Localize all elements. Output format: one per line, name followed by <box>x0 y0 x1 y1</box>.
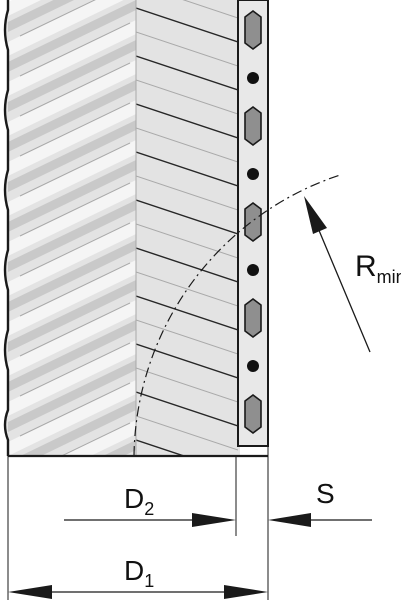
helix-stroke <box>20 463 130 516</box>
d2-main: D <box>124 483 144 514</box>
r-min-sub: min <box>377 267 401 287</box>
wall-cell-hexagon <box>244 10 262 50</box>
r-min-label: Rmin <box>355 250 401 287</box>
helix-band-dark <box>8 240 136 312</box>
helix-stroke <box>19 222 131 277</box>
helix-band-light <box>8 300 136 376</box>
helix-stroke <box>20 503 130 556</box>
helix-band-light <box>8 0 42 16</box>
helix-band-dark <box>8 520 136 592</box>
bend-radius-leader <box>317 227 371 353</box>
helical-wires-right <box>136 0 238 498</box>
helix-band-dark <box>8 0 136 72</box>
helix-wire-dark <box>136 295 238 331</box>
d2-arrowhead <box>192 513 236 527</box>
helix-band-dark <box>8 160 136 232</box>
bend-radius-arc <box>133 174 341 457</box>
bend-radius-arrowhead <box>304 196 327 234</box>
helix-stroke <box>19 302 131 357</box>
helix-stroke <box>19 102 131 157</box>
s-arrowhead <box>268 513 311 527</box>
helix-band-dark <box>20 400 136 456</box>
helix-wire-light <box>136 31 238 67</box>
hose-left-outline <box>3 0 10 456</box>
d1-label: D1 <box>124 555 154 591</box>
helix-wire-dark <box>136 439 187 456</box>
helix-band-light <box>8 140 136 216</box>
helix-band-light <box>8 60 136 136</box>
helix-band-light <box>8 500 136 576</box>
helix-band-dark <box>8 40 136 112</box>
helix-band-dark <box>8 280 136 352</box>
helix-band-light <box>8 20 136 96</box>
wall-cell-hexagon <box>244 298 262 338</box>
helix-wire-dark <box>136 391 238 427</box>
helix-band-light <box>8 340 136 416</box>
helix-band-dark <box>8 200 136 272</box>
d1-sub: 1 <box>144 571 154 591</box>
d1-main: D <box>124 555 144 586</box>
helix-band-dark <box>8 320 136 392</box>
helix-band-light <box>8 180 136 256</box>
r-min-main: R <box>355 250 377 283</box>
helix-band-dark <box>8 0 75 32</box>
helix-wire-light <box>136 223 238 259</box>
wall-cell-dot <box>247 264 259 276</box>
helix-band-light <box>8 380 136 456</box>
helix-band-dark <box>8 80 136 152</box>
helix-band-light <box>8 460 136 536</box>
helix-stroke <box>19 22 131 77</box>
helix-wire-dark <box>136 247 238 283</box>
helix-band-light <box>8 100 136 176</box>
d2-label: D2 <box>124 483 154 519</box>
wall-cell-dot <box>247 168 259 180</box>
helix-stroke <box>19 142 131 197</box>
helix-stroke <box>19 342 131 397</box>
wall-cell-hexagon <box>244 394 262 434</box>
helix-wire-light <box>136 79 238 115</box>
helix-wire-dark <box>136 343 238 379</box>
helix-wire-light <box>136 319 238 355</box>
helix-stroke <box>60 422 131 456</box>
helix-band-dark <box>8 480 136 552</box>
helix-wire-dark <box>136 7 238 43</box>
helix-wire-dark <box>136 151 238 187</box>
hose-wall <box>237 0 269 447</box>
helix-stroke <box>19 182 131 237</box>
helix-wire-light <box>136 175 238 211</box>
wall-cells <box>244 10 262 434</box>
helix-band-dark <box>8 120 136 192</box>
d1-arrowhead-left <box>8 585 52 599</box>
helix-stroke <box>19 0 96 37</box>
helix-band-dark <box>8 360 136 432</box>
helix-stroke <box>19 382 131 437</box>
dimensions: D2 S D1 <box>7 446 372 600</box>
helix-band-light <box>8 260 136 336</box>
helix-band-light <box>8 0 124 56</box>
helix-wire-light <box>136 271 238 307</box>
helix-wire-dark <box>136 103 238 139</box>
helix-wire-light <box>136 415 238 451</box>
bend-radius: Rmin <box>133 174 401 457</box>
wall-cell-dot <box>247 72 259 84</box>
d2-sub: 2 <box>144 499 154 519</box>
helix-wire-light <box>136 127 238 163</box>
helix-stroke <box>19 62 131 117</box>
helix-wire-light <box>136 464 238 498</box>
wall-cell-hexagon <box>244 202 262 242</box>
helix-stroke <box>19 262 131 317</box>
wall-cell-dot <box>247 360 259 372</box>
wall-cell-hexagon <box>244 106 262 146</box>
helix-wire-dark <box>136 55 238 91</box>
helix-wire-light <box>182 0 238 19</box>
helix-wire-light <box>136 367 238 403</box>
hose-body <box>3 0 240 592</box>
helix-band-dark <box>102 440 136 456</box>
helix-band-light <box>8 220 136 296</box>
d1-arrowhead-right <box>224 585 268 599</box>
helix-wire-dark <box>136 199 238 235</box>
helical-bands-left <box>8 0 136 592</box>
s-label: S <box>316 478 335 509</box>
